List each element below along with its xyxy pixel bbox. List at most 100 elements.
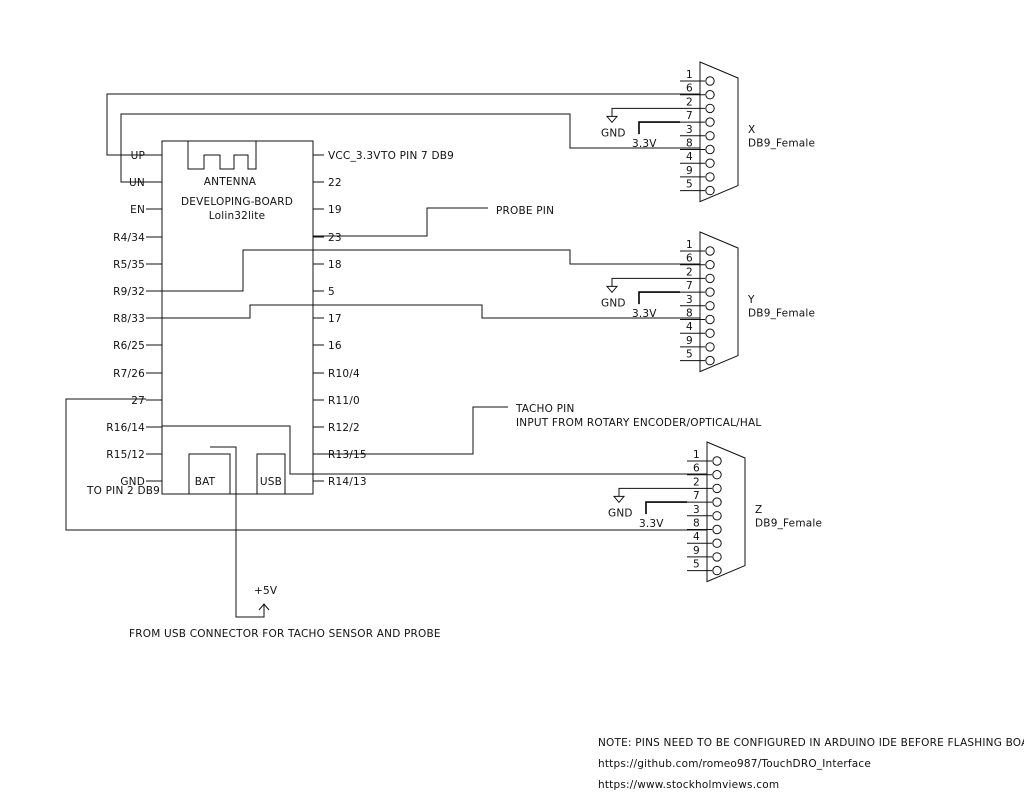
- db9-pin-number: 4: [693, 531, 700, 543]
- gnd-label: GND: [601, 297, 626, 309]
- wire-5v-supply: [210, 446, 265, 618]
- usb-note: FROM USB CONNECTOR FOR TACHO SENSOR AND …: [129, 628, 441, 640]
- ground-icon: [605, 115, 619, 124]
- db9-connectors: 162738495GND3.3VXDB9_Female162738495GND3…: [601, 61, 822, 583]
- db9-pin-number: 6: [686, 83, 693, 95]
- wire-un-to-x8: [120, 113, 700, 183]
- right-pin-label: R13/15: [328, 449, 367, 461]
- supply-label: 3.3V: [632, 308, 657, 320]
- db9-pin-socket: [705, 158, 715, 168]
- db9-pin-socket: [705, 342, 715, 352]
- gnd-wire: [611, 277, 680, 287]
- db9-pin-number: 3: [686, 294, 693, 306]
- db9-pin-number: 7: [693, 490, 700, 502]
- right-pin-label: R11/0: [328, 395, 360, 407]
- db9-pin-number: 9: [693, 545, 700, 557]
- right-pin-label: 17: [328, 313, 342, 325]
- ground-icon: [605, 285, 619, 294]
- db9-pin-number: 5: [693, 559, 700, 571]
- right-pin-label: 16: [328, 340, 342, 352]
- db9-pin-socket: [705, 90, 715, 100]
- note-line: NOTE: PINS NEED TO BE CONFIGURED IN ARDU…: [598, 737, 1024, 749]
- axis-label: X: [748, 124, 755, 136]
- left-pin-label: R6/25: [113, 340, 145, 352]
- vcc-note: TO PIN 7 DB9: [380, 150, 454, 162]
- db9-pin-socket: [712, 511, 722, 521]
- left-pin-label: UN: [129, 177, 145, 189]
- db9-pin-number: 9: [686, 335, 693, 347]
- db9-pin-number: 6: [693, 463, 700, 475]
- supply-label: 3.3V: [639, 518, 664, 530]
- left-pin-label: R9/32: [113, 286, 145, 298]
- db9-pin-socket: [705, 314, 715, 325]
- right-pin-label: 5: [328, 286, 335, 298]
- left-pin-label: 27: [131, 395, 145, 407]
- db9-pin-number: 8: [693, 518, 700, 530]
- db9-pin-socket: [712, 538, 722, 548]
- ground-icon: [612, 495, 626, 504]
- db9-pin-socket: [705, 185, 715, 196]
- right-pin-label: VCC_3.3V: [328, 150, 381, 162]
- wire-27-to-z8: [65, 398, 707, 531]
- db9-pin-number: 3: [693, 504, 700, 516]
- db9-pin-number: 8: [686, 138, 693, 150]
- db9-pin-socket: [705, 246, 715, 256]
- supply-wire: [645, 501, 687, 515]
- site-url: https://www.stockholmviews.com: [598, 779, 779, 791]
- left-pin-label: R4/34: [113, 232, 145, 244]
- db9-pin-number: 5: [686, 179, 693, 191]
- db9-pin-socket: [705, 131, 715, 141]
- left-pin-label: R16/14: [106, 422, 145, 434]
- connector-type-label: DB9_Female: [755, 518, 822, 530]
- gnd-label: GND: [608, 507, 633, 519]
- usb-connector: [256, 453, 286, 495]
- db9-pin-socket: [705, 287, 715, 297]
- db9-pin-number: 7: [686, 280, 693, 292]
- left-pin-label: R8/33: [113, 313, 145, 325]
- tacho-input-label: INPUT FROM ROTARY ENCODER/OPTICAL/HAL: [516, 417, 761, 429]
- antenna-trace: [187, 141, 257, 170]
- connector-type-label: DB9_Female: [748, 138, 815, 150]
- wires: [65, 93, 707, 618]
- wire-14-to-z6: [162, 425, 707, 475]
- axis-label: Z: [755, 504, 762, 516]
- connector-type-label: DB9_Female: [748, 308, 815, 320]
- db9-pin-number: 2: [693, 476, 700, 488]
- db9-pin-socket: [712, 456, 722, 466]
- board-name: DEVELOPING-BOARD: [181, 196, 293, 208]
- right-pin-label: R10/4: [328, 368, 360, 380]
- db9-pin-socket: [712, 483, 722, 494]
- left-pin-column: UPUNENR4/34R5/35R9/32R8/33R6/25R7/2627R1…: [106, 150, 162, 488]
- db9-pin-socket: [705, 301, 715, 311]
- db9-pin-socket: [705, 76, 715, 86]
- left-pin-label: UP: [131, 150, 145, 162]
- right-pin-label: R12/2: [328, 422, 360, 434]
- db9-pin-socket: [705, 117, 715, 127]
- wire-15-tacho: [313, 406, 508, 455]
- gnd-label: GND: [601, 127, 626, 139]
- db9-pin-number: 7: [686, 110, 693, 122]
- left-pin-label: EN: [130, 204, 145, 216]
- battery-connector: [188, 453, 231, 495]
- probe-pin-label: PROBE PIN: [496, 205, 554, 217]
- db9-pin-socket: [705, 172, 715, 182]
- db9-pin-number: 5: [686, 349, 693, 361]
- wire-23-probe: [313, 207, 488, 237]
- board-model: Lolin32lite: [209, 210, 266, 222]
- tacho-pin-label: TACHO PIN: [515, 403, 575, 415]
- db9-shell: [699, 231, 739, 373]
- gnd-wire: [618, 487, 687, 497]
- lolin32-board: ANTENNA DEVELOPING-BOARD Lolin32lite BAT…: [86, 140, 454, 497]
- db9-pin-socket: [712, 497, 722, 507]
- db9-pin-socket: [705, 144, 715, 155]
- supply-5v-label: +5V: [254, 585, 278, 597]
- left-pin-label: R5/35: [113, 259, 145, 271]
- bat-label: BAT: [195, 476, 216, 488]
- wire-32-to-y6: [162, 249, 700, 292]
- db9-pin-number: 2: [686, 96, 693, 108]
- gnd-wire: [611, 107, 680, 117]
